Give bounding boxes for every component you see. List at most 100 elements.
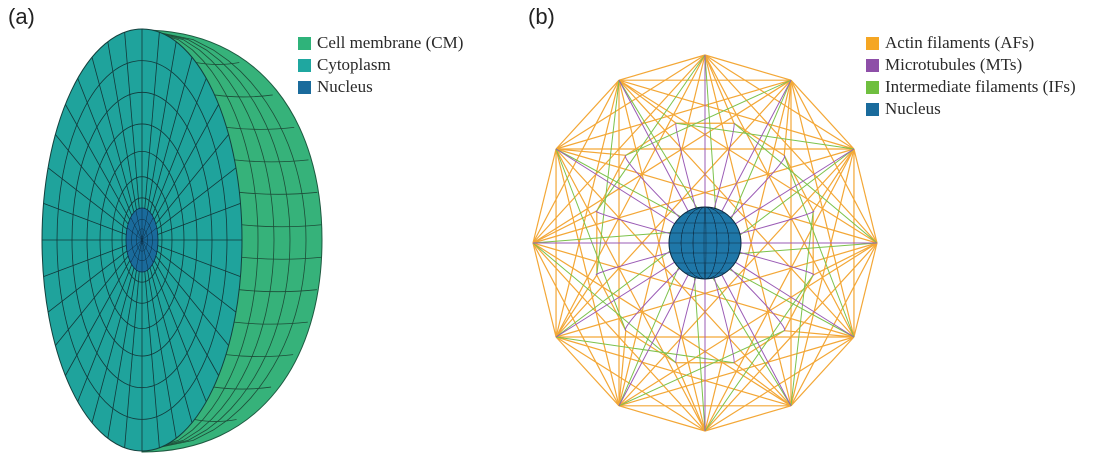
mesh-line — [127, 239, 143, 253]
mesh-curve — [239, 191, 318, 195]
mesh-line — [555, 250, 671, 338]
legend-item-actin: Actin filaments (AFs) — [866, 32, 1076, 54]
mesh-line — [130, 239, 143, 263]
legend-item-nucleus-b: Nucleus — [866, 98, 1076, 120]
mesh-line — [618, 79, 677, 124]
mesh-curve — [141, 28, 259, 452]
mesh-curve — [595, 250, 677, 276]
mesh-line — [812, 148, 855, 212]
mesh-curve — [675, 122, 698, 215]
legend-item-intermediate-filaments: Intermediate filaments (IFs) — [866, 76, 1076, 98]
mesh-curve — [225, 354, 294, 357]
mesh-line — [91, 267, 135, 423]
mesh-ring — [86, 123, 198, 357]
mesh-curve — [234, 159, 309, 163]
mesh-line — [147, 41, 177, 210]
mesh-line — [555, 148, 620, 406]
mesh-line — [141, 239, 154, 263]
mesh-line — [596, 274, 627, 331]
mesh-line — [144, 32, 160, 209]
mesh-line — [144, 271, 160, 448]
mesh-curve — [624, 154, 685, 223]
mesh-line — [555, 79, 620, 150]
mesh-ring — [99, 150, 185, 330]
mesh-line — [151, 78, 207, 216]
mesh-line — [151, 264, 207, 402]
mesh-line — [555, 148, 792, 407]
mesh-line — [704, 405, 792, 432]
legend-item-microtubules: Microtubules (MTs) — [866, 54, 1076, 76]
nucleus-mesh-lines — [126, 208, 158, 272]
mesh-curve — [226, 126, 295, 130]
mesh-line — [135, 210, 143, 241]
mesh-line — [532, 231, 671, 244]
mesh-line — [625, 79, 792, 156]
legend-panel-b: Actin filaments (AFs) Microtubules (MTs)… — [866, 32, 1076, 120]
mesh-line — [555, 336, 735, 364]
mesh-line — [141, 227, 157, 241]
mesh-line — [124, 271, 140, 448]
mesh-ring — [131, 218, 153, 262]
mesh-line — [783, 155, 814, 212]
mesh-ring — [680, 206, 730, 280]
mesh-line — [555, 148, 681, 218]
mesh-curve — [712, 271, 735, 364]
panel-b-label: (b) — [528, 4, 555, 29]
mesh-line — [555, 80, 620, 338]
mesh-curve — [725, 154, 786, 223]
mesh-curve — [141, 28, 275, 452]
mesh-ring — [136, 228, 148, 252]
legend-label: Actin filaments (AFs) — [885, 33, 1035, 52]
legend-swatch — [298, 58, 311, 72]
mesh-line — [532, 210, 598, 244]
mesh-line — [107, 41, 137, 210]
legend-panel-a: Cell membrane (CM) Cytoplasm Nucleus — [298, 32, 463, 98]
mesh-line — [141, 217, 154, 241]
mesh-line — [618, 54, 706, 81]
mesh-curve — [213, 386, 272, 390]
mesh-line — [704, 54, 717, 209]
mesh-line — [693, 277, 706, 432]
mesh-curve — [595, 210, 677, 236]
mesh-line — [135, 239, 143, 270]
mesh-line — [618, 330, 627, 406]
mesh-line — [77, 264, 133, 402]
legend-swatch — [298, 36, 311, 50]
mesh-line — [730, 79, 792, 219]
mesh-curve — [241, 224, 322, 228]
mesh-curve — [712, 122, 735, 215]
mesh-curve — [733, 250, 815, 276]
mesh-line — [618, 330, 785, 407]
mesh-curve — [234, 321, 308, 325]
mesh-line — [729, 268, 855, 338]
mesh-line — [625, 122, 677, 156]
mesh-ring — [56, 60, 228, 420]
intermediate-filaments — [532, 54, 878, 432]
mesh-line — [147, 270, 177, 439]
mesh-line — [675, 122, 855, 150]
mesh-line — [141, 239, 157, 253]
legend-label: Cell membrane (CM) — [317, 33, 464, 52]
mesh-line — [532, 242, 557, 338]
mesh-line — [704, 54, 792, 81]
mesh-curve — [239, 289, 317, 293]
mesh-line — [141, 239, 149, 270]
mesh-curve — [194, 419, 237, 422]
panel-a-label: (a) — [8, 4, 35, 29]
mesh-line — [618, 405, 706, 432]
mesh-curve — [141, 28, 291, 452]
mesh-line — [812, 242, 878, 276]
mesh-line — [704, 54, 792, 406]
mesh-line — [704, 54, 735, 124]
mesh-line — [853, 148, 878, 244]
mesh-curve — [241, 256, 322, 260]
mesh-line — [783, 80, 792, 156]
mesh-ring — [111, 176, 173, 304]
mesh-line — [618, 148, 855, 407]
mesh-line — [130, 217, 143, 241]
mesh-line — [91, 57, 135, 213]
mesh-line — [853, 242, 878, 338]
mesh-curve — [624, 263, 685, 332]
legend-item-cell-membrane: Cell membrane (CM) — [298, 32, 463, 54]
mesh-line — [141, 210, 149, 241]
